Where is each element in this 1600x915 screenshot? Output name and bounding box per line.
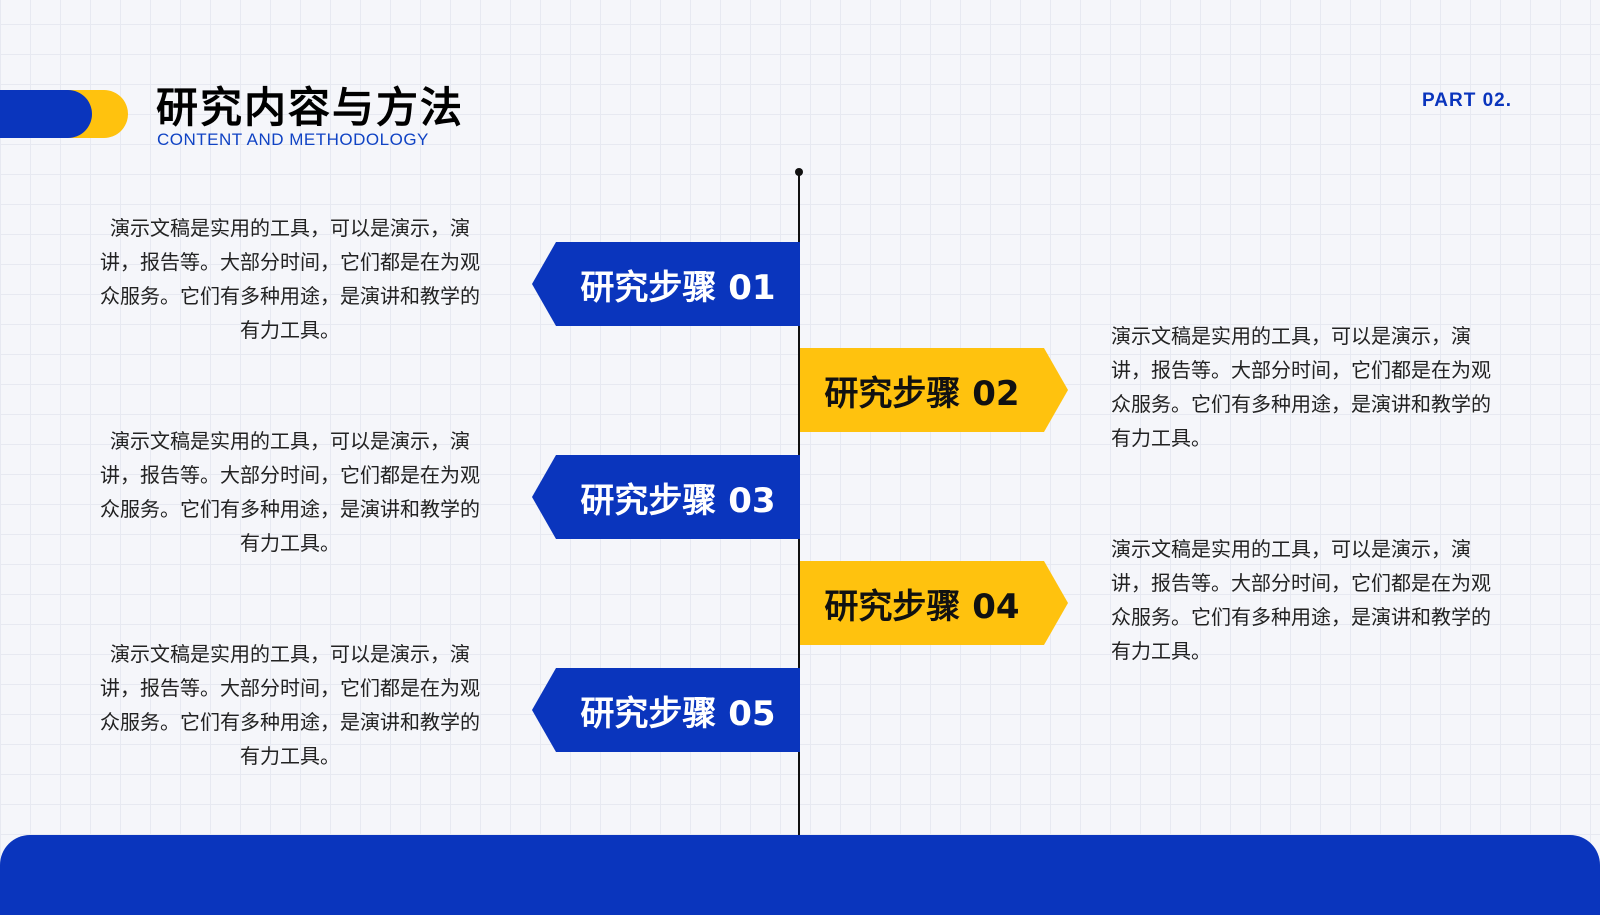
step-03-tag: 研究步骤 03 [532, 455, 800, 539]
step-04-label: 研究步骤 04 [824, 586, 1020, 627]
step-05-label: 研究步骤 05 [580, 693, 776, 734]
header-accent-blue-bar [0, 90, 92, 138]
step-02-label: 研究步骤 02 [824, 373, 1020, 414]
step-01-label: 研究步骤 01 [580, 267, 776, 308]
step-01-tag: 研究步骤 01 [532, 242, 800, 326]
step-04-description: 演示文稿是实用的工具，可以是演示，演讲，报告等。大部分时间，它们都是在为观众服务… [1111, 537, 1491, 663]
step-02-description: 演示文稿是实用的工具，可以是演示，演讲，报告等。大部分时间，它们都是在为观众服务… [1111, 324, 1491, 450]
page-title: 研究内容与方法 [156, 83, 465, 132]
step-02-tag: 研究步骤 02 [800, 348, 1068, 432]
step-03-label: 研究步骤 03 [580, 480, 776, 521]
part-label: PART 02. [1421, 90, 1512, 111]
page-subtitle: CONTENT AND METHODOLOGY [157, 130, 429, 149]
step-01-description: 演示文稿是实用的工具，可以是演示，演讲，报告等。大部分时间，它们都是在为观众服务… [100, 216, 480, 342]
step-04-tag: 研究步骤 04 [800, 561, 1068, 645]
timeline-start-dot [795, 168, 803, 176]
step-05-tag: 研究步骤 05 [532, 668, 800, 752]
footer-bar [0, 835, 1600, 915]
step-03-description: 演示文稿是实用的工具，可以是演示，演讲，报告等。大部分时间，它们都是在为观众服务… [100, 429, 480, 555]
step-05-description: 演示文稿是实用的工具，可以是演示，演讲，报告等。大部分时间，它们都是在为观众服务… [100, 642, 480, 768]
